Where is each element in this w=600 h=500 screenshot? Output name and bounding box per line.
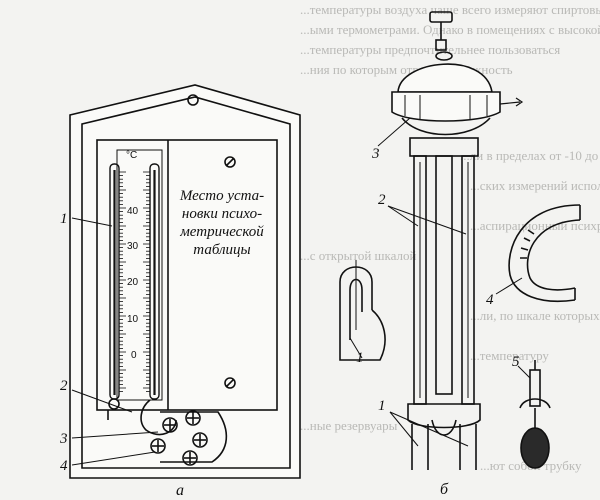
scale-label: 10 — [127, 314, 139, 325]
arrow-head-icon — [515, 97, 524, 107]
table-place-line: новки психо- — [182, 206, 262, 222]
fan-housing-band — [391, 91, 501, 122]
callout-number: 2 — [378, 192, 386, 208]
bg-line: ...аспирационный психрометр — [470, 218, 600, 233]
bg-line: ...температуру — [470, 348, 549, 363]
screw-icon — [224, 377, 236, 389]
leader-line — [387, 205, 467, 235]
mount-hole-icon — [162, 417, 178, 433]
scale-label: 40 — [127, 206, 139, 217]
bg-line: ...температуры воздуха чаще всего измеря… — [300, 2, 600, 17]
mount-hole-icon — [185, 410, 201, 426]
scale-label: 0 — [131, 350, 137, 361]
scale-label: 20 — [127, 277, 139, 288]
leader-line — [71, 389, 133, 413]
air-outlet-arrow — [499, 101, 521, 105]
wall-psychrometer — [69, 84, 301, 479]
callout-number: 5 — [512, 354, 520, 370]
intake-tube-left — [411, 424, 429, 470]
thermometer-window — [96, 139, 278, 411]
water-reservoir — [160, 411, 228, 463]
callout-number: 2 — [60, 378, 68, 394]
callout-number: 1 — [356, 350, 364, 366]
mount-hole-icon — [150, 438, 166, 454]
mount-hole-icon — [192, 432, 208, 448]
central-air-tube — [435, 155, 453, 395]
bg-line: ...ли в пределах от -10 до +40 °С — [460, 148, 600, 163]
psychrometer-board — [69, 84, 301, 479]
leader-line — [389, 411, 469, 447]
scale-ticks — [119, 171, 150, 393]
leader-line — [71, 431, 159, 439]
leader-line — [387, 205, 419, 227]
screw-icon — [224, 156, 236, 168]
table-place-line: Место уста- — [179, 188, 264, 204]
leader-line — [389, 411, 419, 447]
detail-rubber-bulb — [519, 360, 551, 469]
bulb-icon — [520, 427, 550, 469]
leader-line — [71, 217, 113, 227]
scale-unit: °C — [126, 150, 137, 161]
table-place-line: метрической — [179, 224, 264, 240]
hanging-hole — [187, 94, 199, 106]
scale-plate — [116, 149, 163, 401]
callout-number: 1 — [60, 211, 68, 227]
scale-label: 30 — [127, 241, 139, 252]
callout-number: 4 — [486, 292, 494, 308]
board-inner-border — [81, 96, 291, 469]
leader-line — [349, 337, 363, 359]
dome-cap — [435, 51, 453, 61]
leader-line — [71, 451, 156, 466]
lower-fork — [407, 403, 481, 429]
winding-key-icon — [429, 11, 453, 51]
callout-number: 3 — [371, 146, 380, 162]
aspiration-psychrometer — [339, 11, 581, 470]
leader-line — [495, 277, 523, 295]
fan-dome — [397, 63, 493, 93]
callout-number: 4 — [60, 458, 68, 474]
background-text: ...температуры воздуха чаще всего измеря… — [300, 2, 600, 473]
detail-wick-ring — [508, 204, 581, 303]
callout-number: 1 — [378, 398, 386, 414]
wet-thermometer — [149, 163, 160, 400]
callout-number: 3 — [59, 431, 68, 447]
leader-line — [377, 117, 411, 147]
bg-line: ...температуры предпочтительнее пользова… — [300, 42, 560, 57]
bg-line: ...с открытой шкалой — [300, 248, 417, 263]
figure-caption-b: б — [440, 481, 449, 498]
wick — [140, 399, 177, 436]
housing-bottom — [401, 117, 491, 136]
leader-line — [517, 365, 531, 379]
figure-caption-a: а — [176, 482, 184, 499]
mount-hole-icon — [182, 450, 198, 466]
detail-tube-end — [339, 260, 386, 361]
bg-line: ...ских измерений используют — [470, 178, 600, 193]
bg-line: ...ыми термометрами. Однако в помещениях… — [300, 22, 600, 37]
intake-tube-right — [459, 424, 477, 470]
bg-line: ...ли, по шкале которых — [470, 308, 600, 323]
table-place-line: таблицы — [193, 242, 250, 258]
bg-line: ...ные резервуары — [300, 418, 398, 433]
